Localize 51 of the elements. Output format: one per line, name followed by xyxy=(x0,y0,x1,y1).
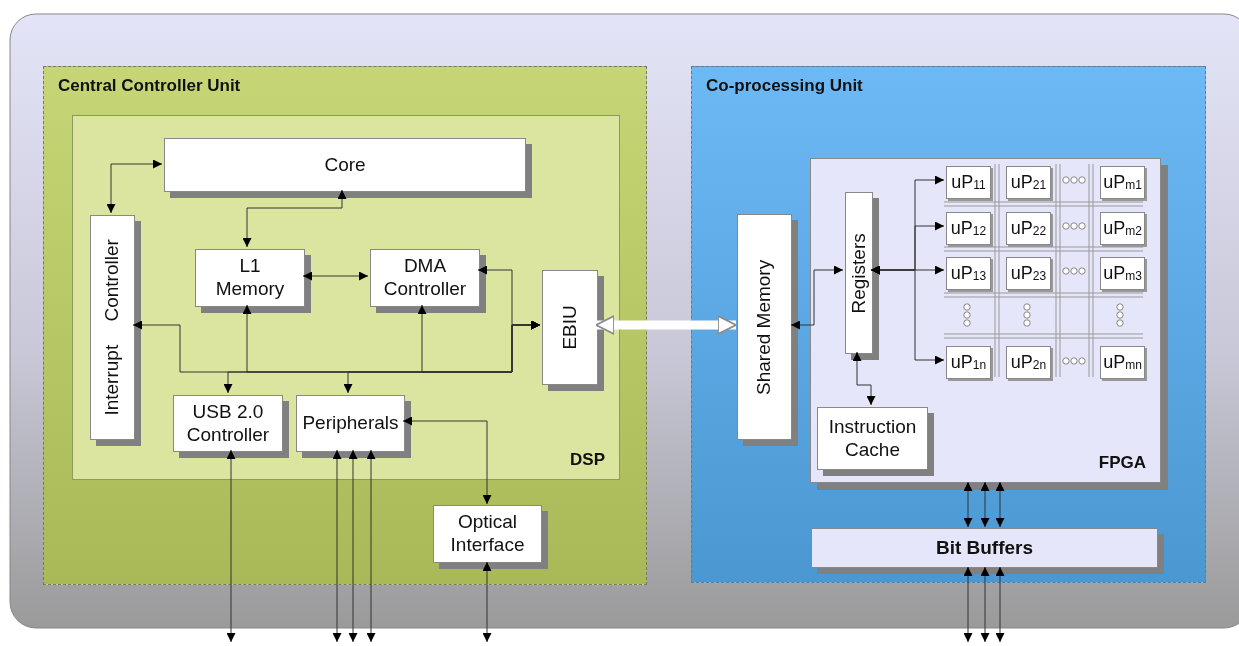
arrow xyxy=(477,265,541,330)
arrow xyxy=(348,449,358,643)
processor-label: uP$_{1n}$ xyxy=(950,351,987,374)
block-label: Bit Buffers xyxy=(935,536,1034,560)
arrow xyxy=(980,481,990,528)
processor-label: uP$_{11}$ xyxy=(951,171,986,194)
arrow xyxy=(366,449,376,643)
block-label: Interrupt Controller xyxy=(101,239,124,416)
panel-title: DSP xyxy=(570,450,605,470)
block-label: USB 2.0 Controller xyxy=(185,400,271,447)
arrow xyxy=(980,566,990,643)
arrow xyxy=(963,481,973,528)
arrow xyxy=(302,271,369,281)
processor-label: uP$_{m3}$ xyxy=(1103,262,1142,285)
block-label: Core xyxy=(324,153,366,177)
block-label: DMA Controller xyxy=(382,255,468,301)
arrow xyxy=(402,416,492,505)
arrow xyxy=(242,189,347,248)
arrow xyxy=(852,351,876,406)
panel-title: Co-processing Unit xyxy=(706,76,863,96)
block-label: Optical Interface xyxy=(449,511,526,557)
block-label: Instruction Cache xyxy=(827,415,918,462)
panel-title: Central Controller Unit xyxy=(58,76,241,96)
block-label: L1 Memory xyxy=(214,255,286,301)
arrow xyxy=(995,481,1005,528)
arrow xyxy=(106,159,163,214)
processor-label: uP$_{13}$ xyxy=(950,262,987,285)
arrow xyxy=(332,449,342,643)
processor-label: uP$_{23}$ xyxy=(1010,262,1047,285)
block-label: Peripherals xyxy=(302,412,399,435)
arrow xyxy=(963,566,973,643)
dsp-panel xyxy=(72,115,620,480)
unit-panel xyxy=(43,66,647,585)
arrow xyxy=(995,566,1005,643)
processor-label: uP$_{22}$ xyxy=(1010,217,1047,240)
block-label: EBIU xyxy=(558,305,581,350)
processor-label: uP$_{2n}$ xyxy=(1010,351,1047,374)
double-arrow xyxy=(595,315,737,335)
processor-label: uP$_{m1}$ xyxy=(1103,171,1142,194)
block-label: Registers xyxy=(847,232,870,314)
unit-panel xyxy=(691,66,1206,583)
arrow xyxy=(870,265,945,365)
processor-label: uP$_{mn}$ xyxy=(1103,351,1142,374)
processor-label: uP$_{21}$ xyxy=(1010,171,1047,194)
arrow xyxy=(226,449,236,643)
panel-title: FPGA xyxy=(1098,453,1146,473)
processor-label: uP$_{12}$ xyxy=(950,217,987,240)
processor-label: uP$_{m2}$ xyxy=(1103,217,1142,240)
block-label: Shared Memory xyxy=(753,259,776,395)
arrow xyxy=(790,265,844,330)
arrow xyxy=(482,561,492,643)
